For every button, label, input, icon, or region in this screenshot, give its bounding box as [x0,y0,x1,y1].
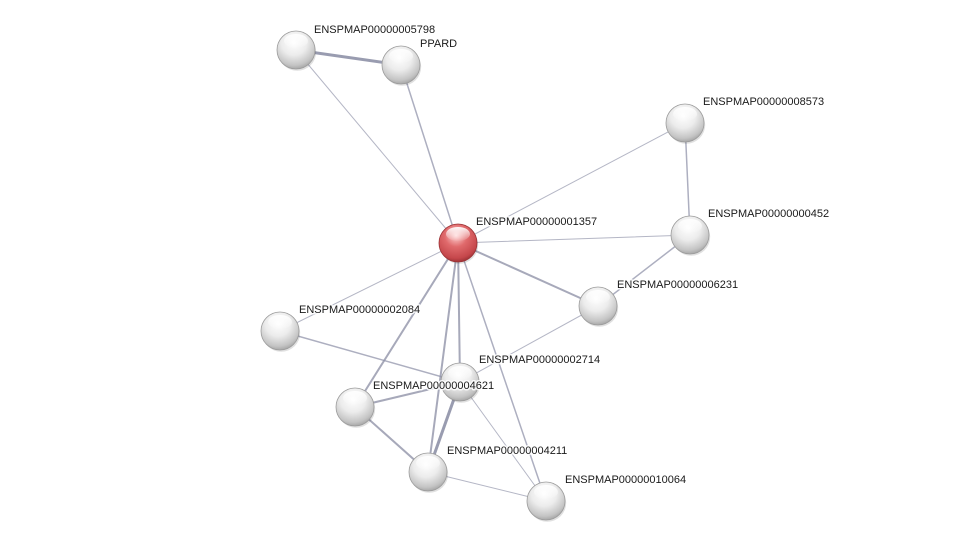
nodes-layer [260,30,711,522]
node-n8573[interactable] [665,103,706,144]
edge-n1357-n4211 [427,242,459,473]
node-ppard[interactable] [381,45,422,86]
edge-n1357-n10064 [457,242,547,502]
edge-ppard-n1357 [400,64,459,244]
node-highlight [448,366,472,380]
node-n10064[interactable] [526,481,567,522]
node-n2084[interactable] [260,311,301,352]
node-label-n1357: ENSPMAP00000001357 [476,216,597,228]
node-highlight [284,34,308,48]
node-highlight [268,315,292,329]
edge-n5798-n1357 [295,49,459,244]
edge-n1357-n2084 [279,242,459,332]
node-highlight [446,227,470,241]
node-n1357[interactable] [438,223,479,264]
edge-n1357-n0452 [457,234,691,244]
node-label-halo: PPARD [420,38,457,50]
edge-n2714-n10064 [459,381,547,502]
node-label-halo: ENSPMAP00000000452 [708,208,829,220]
node-label-halo: ENSPMAP00000006231 [617,279,738,291]
edge-n6231-n2714 [459,305,599,383]
node-n6231[interactable] [578,286,619,327]
node-label-n2084: ENSPMAP00000002084 [299,304,420,316]
node-label-halo: ENSPMAP00000010064 [565,474,686,486]
node-label-n5798: ENSPMAP00000005798 [314,24,435,36]
edge-n1357-n4621 [354,242,459,408]
node-highlight [416,456,440,470]
node-label-n4211: ENSPMAP00000004211 [447,445,567,457]
node-label-n2714: ENSPMAP00000002714 [479,354,600,366]
node-highlight [343,391,367,405]
edge-n4211-n10064 [427,471,547,502]
node-n5798[interactable] [276,30,317,71]
node-label-n4621: ENSPMAP00000004621 [373,380,494,392]
node-label-n8573: ENSPMAP00000008573 [703,96,824,108]
node-label-ppard: PPARD [420,38,457,50]
node-n4211[interactable] [408,452,449,493]
node-highlight [389,49,413,63]
node-label-halo: ENSPMAP00000004621 [373,380,494,392]
node-highlight [673,107,697,121]
node-label-halo: ENSPMAP00000002084 [299,304,420,316]
node-n4621[interactable] [335,387,376,428]
node-n0452[interactable] [670,215,711,256]
edge-n1357-n6231 [457,242,599,307]
node-highlight [678,219,702,233]
node-label-halo: ENSPMAP00000002714 [479,354,600,366]
node-highlight [534,485,558,499]
node-n2714[interactable] [440,362,481,403]
node-label-halo: ENSPMAP00000004211 [447,445,567,457]
edges-layer [279,48,691,502]
labels-layer: ENSPMAP00000005798ENSPMAP00000005798PPAR… [298,23,831,488]
node-label-n0452: ENSPMAP00000000452 [708,208,829,220]
node-label-halo: ENSPMAP00000008573 [703,96,824,108]
node-highlight [586,290,610,304]
node-label-n6231: ENSPMAP00000006231 [617,279,738,291]
edge-n1357-n2714 [457,242,461,383]
node-label-halo: ENSPMAP00000001357 [476,216,597,228]
node-label-n10064: ENSPMAP00000010064 [565,474,686,486]
node-label-halo: ENSPMAP00000005798 [314,24,435,36]
edge-n8573-n1357 [457,122,686,244]
edge-n2084-n2714 [279,330,461,383]
